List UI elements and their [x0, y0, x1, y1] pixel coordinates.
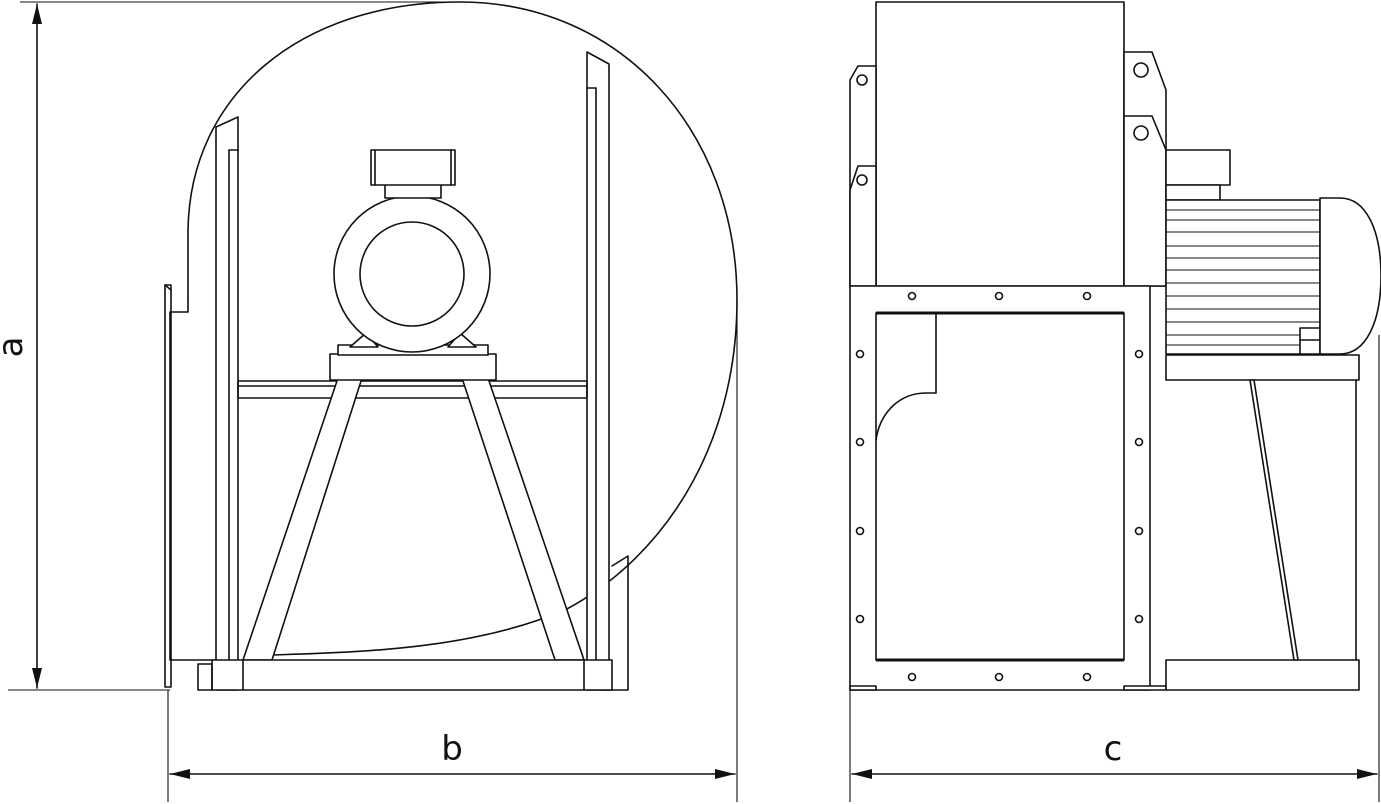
dimension-label-c: c	[1104, 729, 1123, 769]
cutoff-tongue	[875, 312, 937, 441]
outlet-flange-frame	[849, 285, 1151, 691]
side-stand-base	[1165, 659, 1360, 691]
flange-bolt-holes	[855, 291, 1144, 682]
motor-front	[333, 149, 491, 353]
motor-stand	[242, 332, 585, 661]
housing-outlet	[169, 297, 219, 661]
base-rail	[211, 659, 613, 691]
outlet-flange	[164, 284, 172, 688]
dimension-label-a: a	[0, 337, 31, 358]
side-view	[849, 1, 1381, 691]
motor-side	[1165, 149, 1381, 355]
left-frame-plate	[215, 116, 239, 691]
cross-beam	[237, 380, 588, 399]
front-view	[164, 1, 738, 691]
motor-body	[1165, 199, 1321, 355]
side-stand-top	[1165, 354, 1360, 381]
motor-shaft-circle	[359, 221, 465, 327]
housing-top-box	[875, 1, 1125, 287]
housing-bottom-right	[605, 555, 629, 691]
right-frame-plate	[586, 51, 610, 691]
dimension-label-b: b	[441, 729, 463, 769]
motor-fan-cover	[1319, 197, 1381, 355]
dimension-lines	[8, 1, 1380, 802]
fan-housing-scroll	[187, 1, 738, 656]
terminal-box	[370, 149, 456, 186]
motor-body-circle	[333, 195, 491, 353]
side-stand-leg	[1249, 379, 1299, 661]
